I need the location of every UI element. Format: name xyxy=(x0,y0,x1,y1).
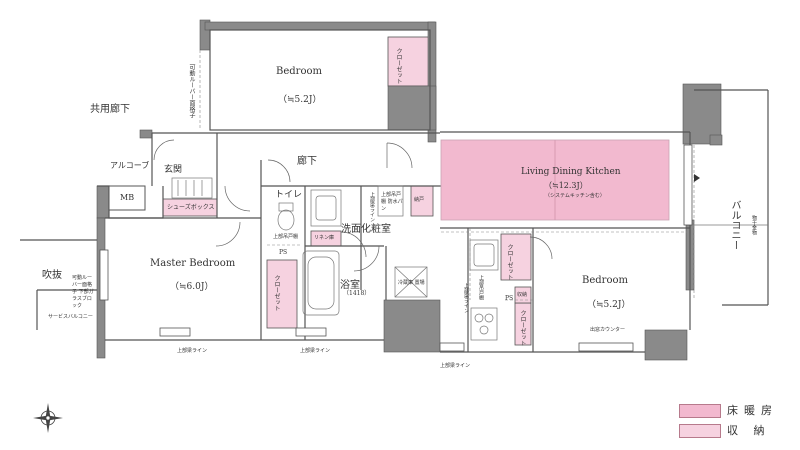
legend-label-storage: 収 納 xyxy=(727,424,771,437)
alcove-label: アルコーブ xyxy=(110,161,150,170)
washroom-label: 洗面化粧室 xyxy=(341,224,391,235)
master-bedroom-size: （≒6.0J） xyxy=(170,282,214,292)
ldk-size: （≒12.3J） xyxy=(544,181,588,190)
fridge-label: 冷蔵庫 置場 xyxy=(398,280,425,286)
master-bedroom-label: Master Bedroom xyxy=(150,258,236,269)
aircon-label: 物干金物 xyxy=(751,215,757,235)
legend-swatch-heating xyxy=(679,404,721,418)
bedroom-right-size: （≒5.2J） xyxy=(587,300,631,310)
mb-label: MB xyxy=(120,193,135,202)
ldk-label: Living Dining Kitchen xyxy=(521,167,621,177)
upper-frame-line-3: 上部梁ライン xyxy=(440,363,471,369)
movable-louver-label: 可動ルーバー面格子 xyxy=(188,64,195,118)
kitchen-upper-label: 上部吊戸棚 xyxy=(478,275,484,300)
bedroom-top-size: （≒5.2J） xyxy=(278,95,322,105)
legend-label-heating: 床暖房 xyxy=(727,404,778,417)
service-balcony-label: サービスバルコニー xyxy=(48,314,93,320)
linen-storage-label: 上部吊戸棚 xyxy=(273,234,299,240)
door-swings xyxy=(153,139,553,272)
bedroom-right-label: Bedroom xyxy=(582,275,628,286)
thin-walls xyxy=(20,29,769,353)
bath-size-label: （1418） xyxy=(343,290,371,297)
counter-label: 出窓カウンター xyxy=(590,327,626,333)
louver-note: 可動ルーバー面格子 下部ガラスブロック xyxy=(72,275,94,309)
ldk-note: （システムキッチン含む） xyxy=(545,193,605,199)
master-closet-fill xyxy=(266,259,298,329)
beam-line-vertical-2: 上部梁ライン xyxy=(463,283,469,313)
void-label: 吹抜 xyxy=(42,270,62,281)
legend-swatch-storage xyxy=(679,424,721,438)
shelf-label: 収納 xyxy=(517,292,528,298)
closet-r1-fill xyxy=(500,233,532,281)
toilet-label: トイレ xyxy=(275,190,303,200)
compass-icon xyxy=(33,403,63,433)
ps-left-label: PS xyxy=(279,249,288,256)
closet-top-fill xyxy=(387,36,431,87)
corridor-common-label: 共用廊下 xyxy=(90,104,130,115)
windows xyxy=(99,144,693,352)
ps-right-label: PS xyxy=(505,295,514,302)
beam-lines xyxy=(199,50,695,301)
mb-box xyxy=(108,185,146,211)
closet-master-label: クローゼット xyxy=(273,275,280,311)
closet-right2-label: クローゼット xyxy=(519,310,526,346)
direction-arrow xyxy=(694,174,700,182)
storage-door-label: 納戸 xyxy=(414,197,425,203)
linen-closet-label: リネン庫 xyxy=(314,235,335,241)
shelf-fill xyxy=(514,286,532,304)
hallway-label: 廊下 xyxy=(297,156,317,167)
closet-right1-label: クローゼット xyxy=(506,244,513,280)
entrance-label: 玄関 xyxy=(164,165,183,175)
bedroom-top-label: Bedroom xyxy=(276,66,322,77)
upper-frame-line-2: 上部梁ライン xyxy=(300,348,331,354)
bathroom-label: 浴室 xyxy=(340,280,360,291)
beam-line-vertical: 上部梁ライン xyxy=(369,192,375,222)
balcony-label: バルコニー xyxy=(729,200,740,250)
washer-pan-label: 上部吊戸棚 防水パン xyxy=(381,192,403,212)
upper-frame-line-1: 上部梁ライン xyxy=(177,348,208,354)
shoe-box-label: シューズボックス xyxy=(167,204,215,211)
closet-top-label: クローゼット xyxy=(395,48,402,84)
